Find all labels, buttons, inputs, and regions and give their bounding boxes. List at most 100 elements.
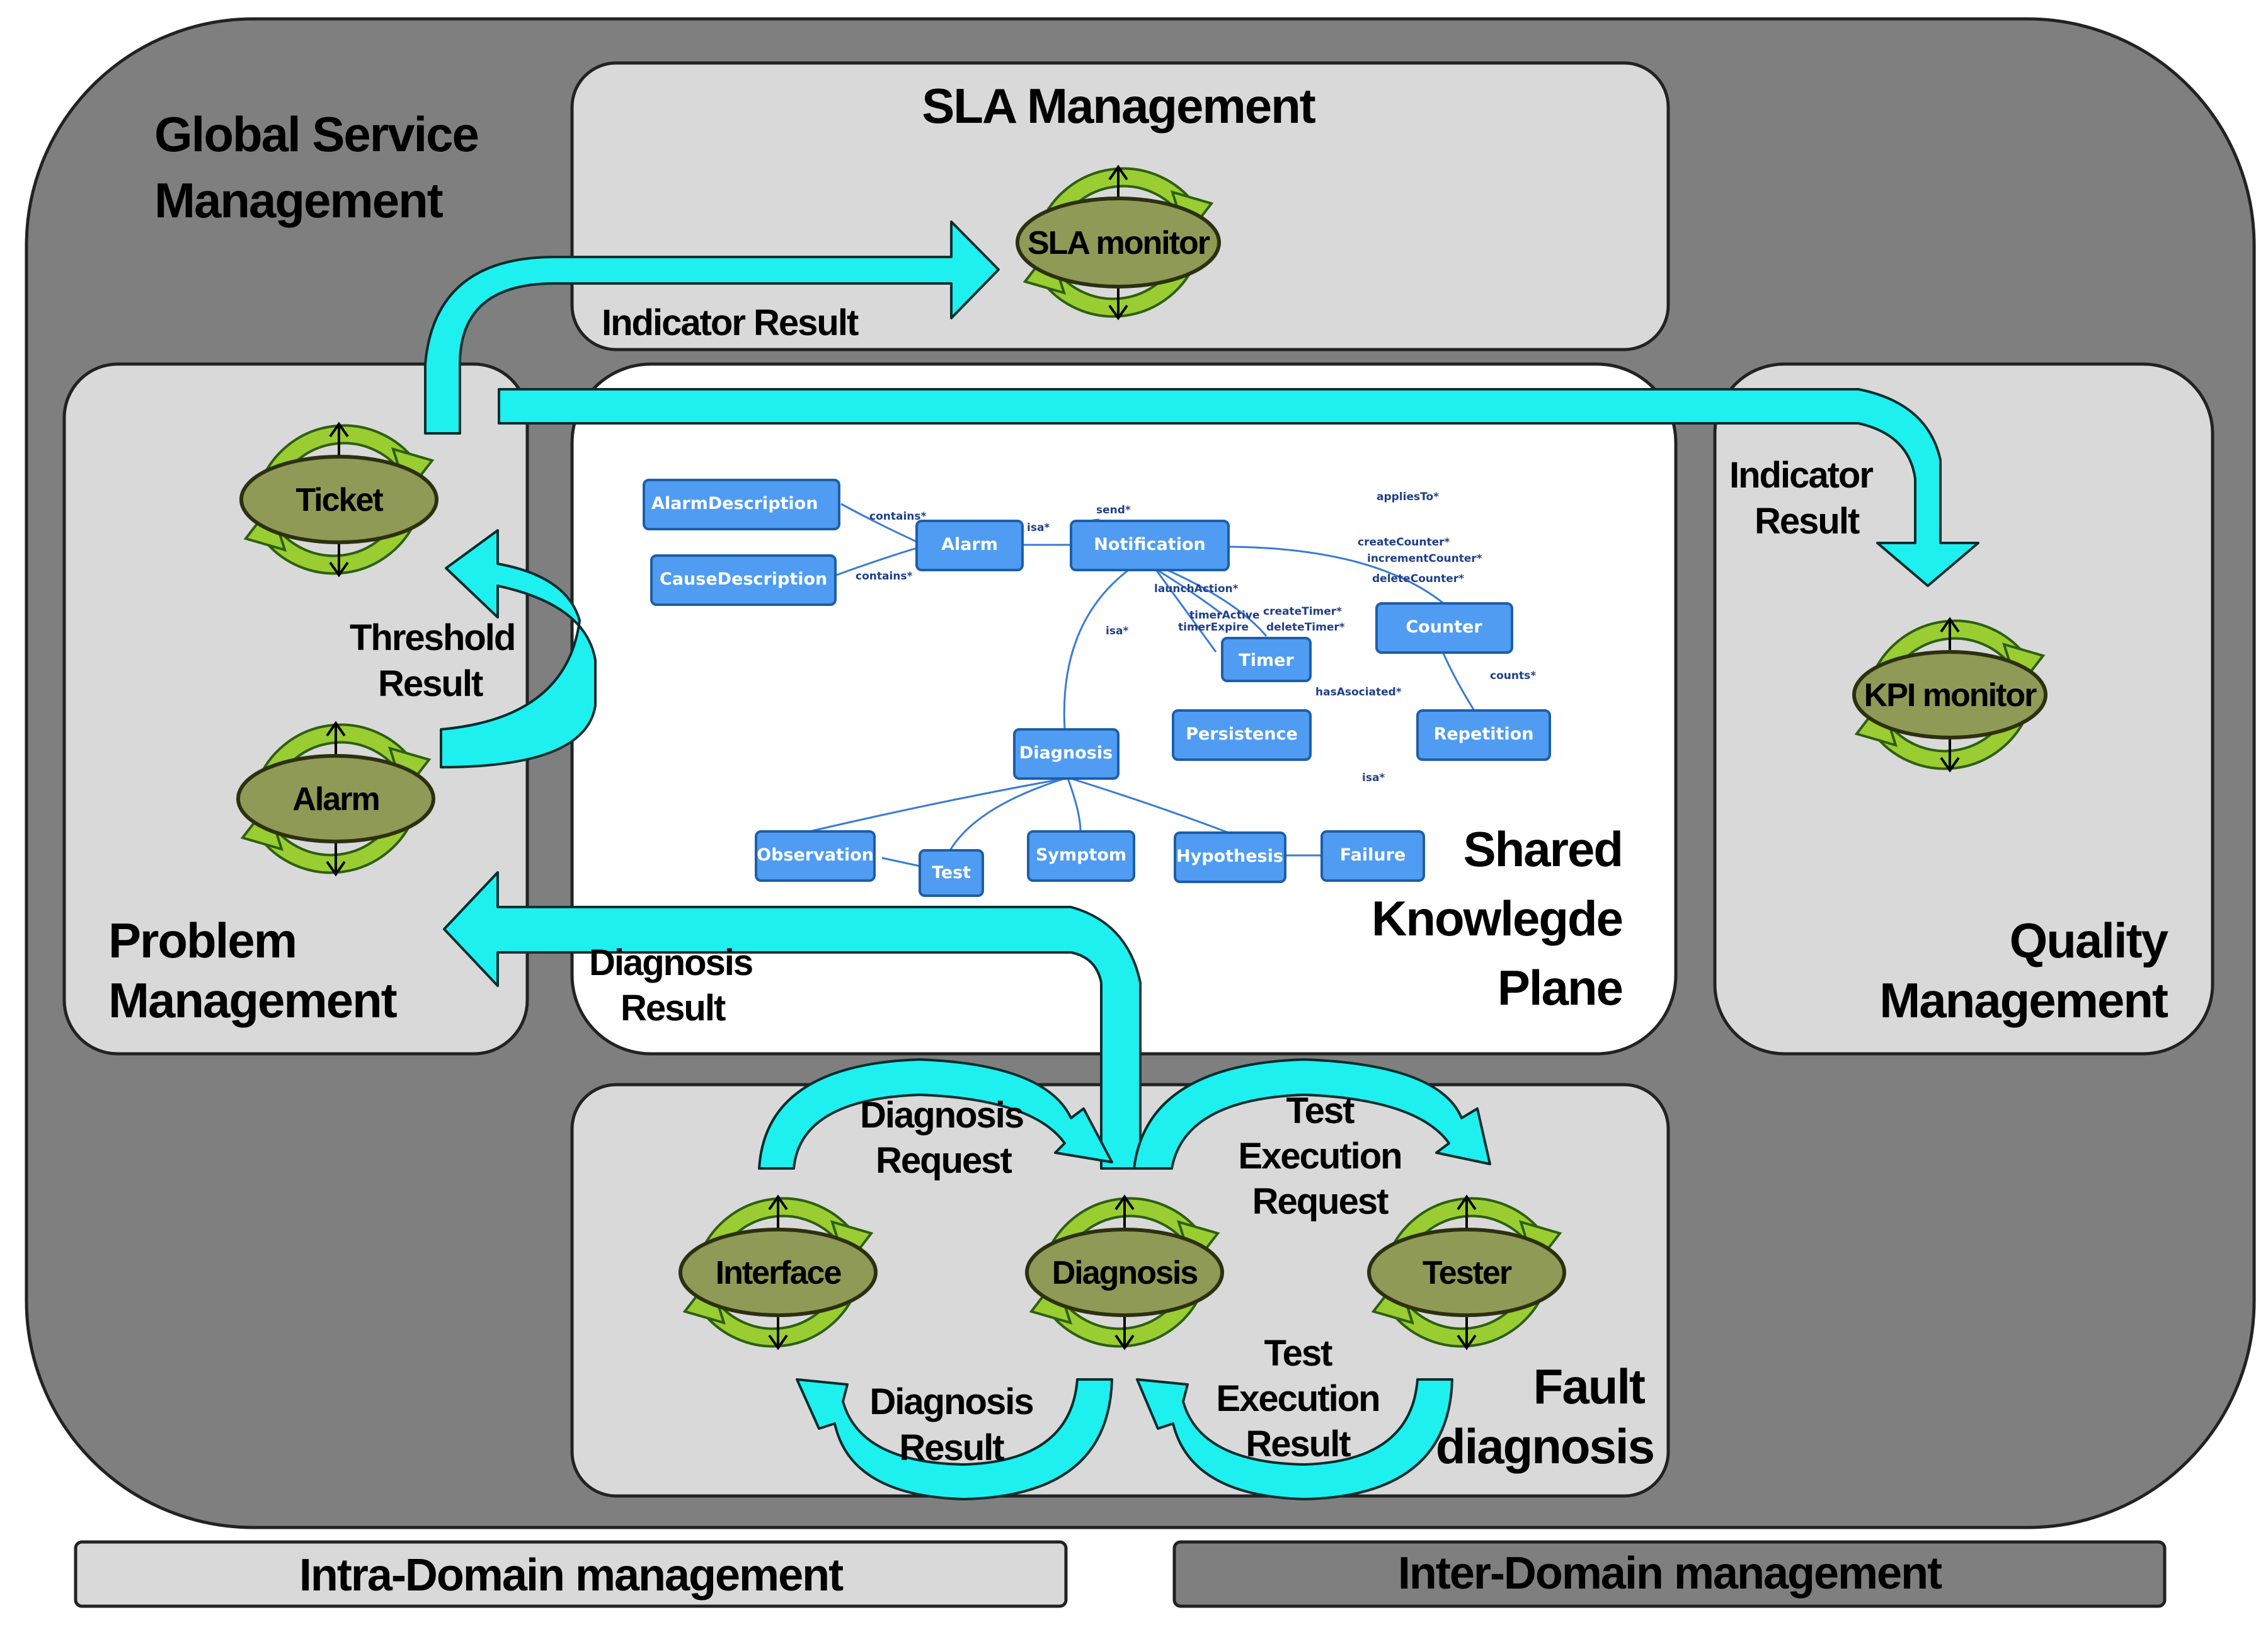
- edge-label-delete-counter: deleteCounter*: [1372, 573, 1464, 585]
- svg-text:SLA monitor: SLA monitor: [1028, 225, 1210, 261]
- svg-text:Timer: Timer: [1239, 651, 1294, 670]
- svg-text:Observation: Observation: [757, 845, 874, 865]
- ontology-node-symptom: Symptom: [1027, 830, 1135, 882]
- ontology-node-timer: Timer: [1221, 637, 1312, 682]
- label-test-execution-result-line2: Execution: [1216, 1378, 1379, 1419]
- label-diagnosis-result-fault: Diagnosis: [869, 1381, 1033, 1422]
- agent-ticket: Ticket: [241, 424, 437, 575]
- label-diagnosis-request: Diagnosis: [860, 1095, 1023, 1136]
- edge-label-has-associated: hasAsociated*: [1315, 686, 1402, 699]
- agent-alarm: Alarm: [238, 723, 433, 874]
- label-test-execution-request: Test: [1286, 1090, 1355, 1131]
- flow-arrow-threshold: [440, 529, 597, 768]
- flow-arrow-to-sla: [424, 220, 1000, 435]
- label-test-execution-request-line2: Execution: [1238, 1136, 1401, 1177]
- svg-text:Interface: Interface: [716, 1255, 842, 1291]
- svg-text:Tester: Tester: [1423, 1255, 1512, 1291]
- flow-arrow-test-execution-result: [1136, 1378, 1453, 1500]
- intra-domain-label: Intra-Domain management: [299, 1550, 844, 1601]
- edge-label-timer-active: timerActive: [1189, 609, 1259, 622]
- flow-arrow-diagnosis-result-fault: [796, 1378, 1113, 1500]
- svg-text:Diagnosis: Diagnosis: [1052, 1255, 1198, 1291]
- edge-label-contains: contains*: [869, 510, 927, 523]
- label-indicator-result-quality-line2: Result: [1755, 501, 1860, 542]
- agent-interface: Interface: [680, 1197, 876, 1348]
- svg-text:Notification: Notification: [1094, 535, 1205, 554]
- ontology-node-counter: Counter: [1375, 602, 1513, 654]
- ontology-node-persistence: Persistence: [1172, 709, 1312, 761]
- label-test-execution-request-line3: Request: [1252, 1181, 1389, 1222]
- ontology-node-failure: Failure: [1320, 830, 1425, 882]
- flow-arrow-diagnosis-result-problem: [443, 871, 1142, 1170]
- svg-text:Failure: Failure: [1340, 845, 1406, 865]
- label-test-execution-result-line3: Result: [1246, 1424, 1351, 1464]
- agent-sla-monitor: SLA monitor: [1017, 167, 1219, 318]
- global-service-title: Global Service: [154, 106, 478, 162]
- agent-kpi-monitor: KPI monitor: [1854, 619, 2046, 770]
- ontology-node-repetition: Repetition: [1416, 709, 1551, 761]
- svg-text:Persistence: Persistence: [1186, 724, 1298, 744]
- label-diagnosis-result-problem-line2: Result: [621, 988, 726, 1029]
- label-indicator-result-quality: Indicator: [1729, 455, 1873, 496]
- ontology-edge-labels: contains* contains* isa* send* appliesTo…: [856, 491, 1536, 784]
- knowledge-plane-title-line3: Plane: [1498, 960, 1622, 1015]
- edge-label-timer-expire: timerExpire: [1178, 621, 1249, 634]
- label-threshold-result: Threshold: [350, 617, 515, 658]
- flow-arrow-to-quality: [498, 388, 1979, 587]
- svg-text:Alarm: Alarm: [292, 781, 379, 818]
- edge-label-create-counter: createCounter*: [1358, 536, 1450, 549]
- svg-text:AlarmDescription: AlarmDescription: [651, 494, 818, 513]
- agent-tester: Tester: [1369, 1197, 1564, 1348]
- quality-management-title: Quality: [2010, 913, 2168, 968]
- intra-domain-bar: [74, 1540, 1068, 1608]
- edge-label-delete-timer: deleteTimer*: [1266, 621, 1345, 634]
- svg-text:Alarm: Alarm: [941, 535, 998, 554]
- ontology-node-observation: Observation: [755, 830, 876, 882]
- svg-text:Counter: Counter: [1406, 617, 1482, 637]
- inter-domain-bar: [1172, 1540, 2167, 1608]
- label-diagnosis-request-line2: Request: [876, 1140, 1012, 1181]
- ontology-node-diagnosis: Diagnosis: [1013, 728, 1120, 780]
- problem-management-title: Problem: [108, 913, 296, 968]
- edge-label-counts: counts*: [1490, 670, 1536, 682]
- ontology-node-cause-description: CauseDescription: [650, 554, 837, 606]
- edge-label-isa: isa*: [1362, 772, 1385, 784]
- edge-label-create-timer: createTimer*: [1263, 605, 1342, 618]
- edge-label-increment-counter: incrementCounter*: [1367, 552, 1482, 565]
- edge-label-contains: contains*: [856, 570, 913, 583]
- ontology-node-hypothesis: Hypothesis: [1174, 831, 1286, 883]
- global-service-title-line2: Management: [154, 173, 444, 228]
- svg-text:Symptom: Symptom: [1036, 845, 1126, 865]
- sla-management-title: SLA Management: [922, 78, 1316, 134]
- inter-domain-label: Inter-Domain management: [1398, 1548, 1942, 1599]
- label-threshold-result-line2: Result: [378, 663, 483, 704]
- svg-text:CauseDescription: CauseDescription: [660, 569, 827, 589]
- knowledge-plane-title: Shared: [1463, 821, 1622, 877]
- svg-text:Hypothesis: Hypothesis: [1176, 847, 1283, 866]
- fault-diagnosis-title: Fault: [1533, 1359, 1646, 1414]
- problem-management-title-line2: Management: [108, 973, 398, 1028]
- fault-diagnosis-title-line2: diagnosis: [1436, 1419, 1654, 1474]
- label-test-execution-result: Test: [1264, 1333, 1333, 1374]
- svg-text:Test: Test: [932, 863, 971, 882]
- edge-label-send: send*: [1096, 504, 1131, 517]
- edge-label-launch-action: launchAction*: [1154, 583, 1239, 595]
- svg-text:Repetition: Repetition: [1434, 724, 1534, 744]
- knowledge-plane-title-line2: Knowlegde: [1372, 891, 1622, 946]
- edge-label-applies-to: appliesTo*: [1377, 491, 1439, 503]
- flow-arrow-test-execution-request: [1133, 1058, 1491, 1170]
- edge-label-isa: isa*: [1106, 625, 1128, 637]
- label-diagnosis-result-fault-line2: Result: [899, 1427, 1004, 1468]
- ontology-node-alarm-description: AlarmDescription: [643, 479, 840, 530]
- svg-text:Diagnosis: Diagnosis: [1019, 743, 1113, 763]
- svg-text:KPI monitor: KPI monitor: [1864, 677, 2037, 714]
- ontology-node-alarm: Alarm: [915, 520, 1024, 571]
- svg-text:Ticket: Ticket: [295, 482, 383, 518]
- quality-management-title-line2: Management: [1879, 973, 2168, 1028]
- agent-diagnosis: Diagnosis: [1027, 1197, 1222, 1348]
- ontology-edges: [809, 503, 1475, 867]
- label-diagnosis-result-problem: Diagnosis: [589, 942, 752, 983]
- edge-label-isa: isa*: [1027, 522, 1050, 534]
- label-indicator-result-sla: Indicator Result: [602, 302, 859, 343]
